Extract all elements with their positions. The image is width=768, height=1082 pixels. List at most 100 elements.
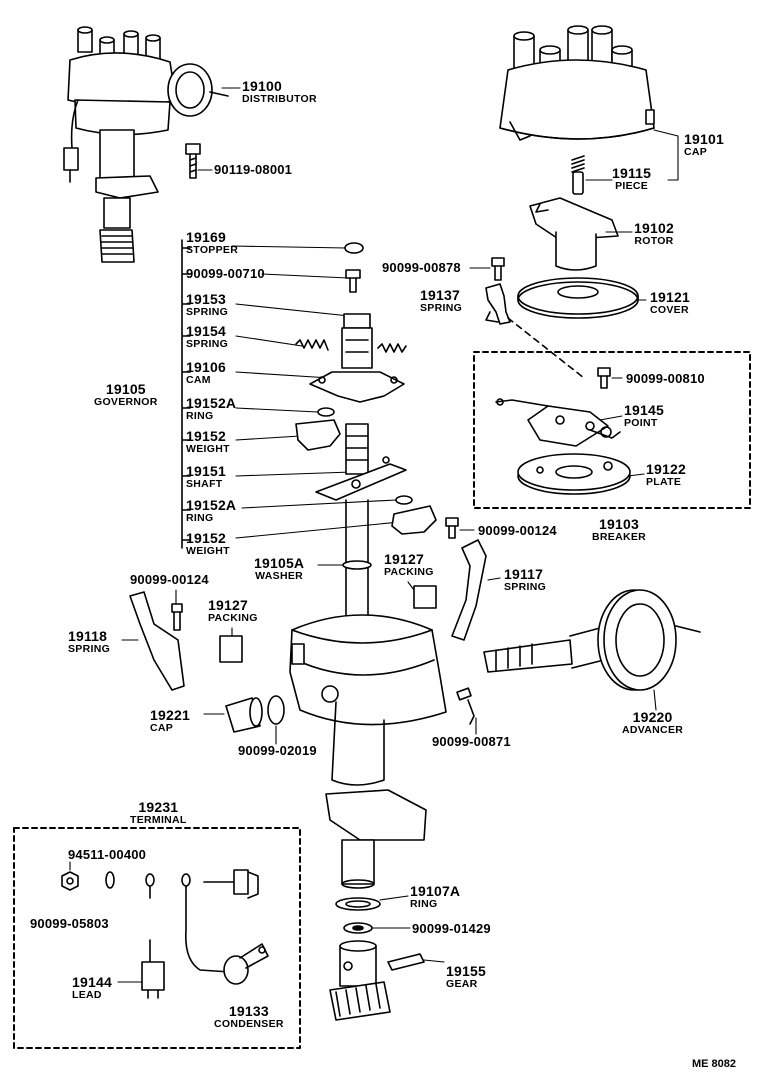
label-90099-00871: 90099-00871	[432, 735, 511, 748]
bolt-90119-08001-drawing	[185, 143, 201, 179]
part-name: RING	[186, 410, 214, 422]
ring-19107A-drawing	[335, 897, 381, 911]
part-number: 19144	[72, 974, 112, 990]
part-name: LEAD	[72, 989, 102, 1001]
label-19152-lower: 19152 WEIGHT	[186, 531, 230, 557]
gear-19155-drawing	[329, 940, 445, 1021]
part-name: SPRING	[68, 643, 111, 655]
label-19103: 19103 BREAKER	[592, 517, 646, 543]
part-number: 19152A	[186, 395, 237, 411]
label-90099-00810: 90099-00810	[626, 372, 705, 385]
part-name: PLATE	[646, 476, 682, 488]
part-name: SHAFT	[186, 478, 223, 490]
part-name: RING	[410, 898, 438, 910]
part-number: 19231	[138, 799, 179, 815]
label-19101: 19101 CAP	[684, 132, 724, 158]
label-19169: 19169 STOPPER	[186, 230, 238, 256]
part-name: PACKING	[384, 566, 434, 578]
label-19152A-upper: 19152A RING	[186, 396, 236, 422]
label-19231: 19231 TERMINAL	[130, 800, 187, 826]
part-number: 19152	[186, 530, 226, 546]
label-19155: 19155 GEAR	[446, 964, 486, 990]
part-name: GEAR	[446, 978, 478, 990]
label-19127-right: 19127 PACKING	[384, 552, 434, 578]
label-19127-left: 19127 PACKING	[208, 598, 258, 624]
part-name: WEIGHT	[186, 545, 230, 557]
label-90099-00878: 90099-00878	[382, 261, 461, 274]
part-number: 19103	[599, 516, 639, 532]
part-name: CAP	[684, 146, 708, 158]
misc-leader-lines	[121, 87, 679, 641]
part-number: 19152	[186, 428, 226, 444]
label-90099-00124-right: 90099-00124	[478, 524, 557, 537]
stopper-19169-drawing	[344, 242, 364, 254]
part-name: BREAKER	[592, 531, 647, 543]
part-number: 94511-00400	[68, 847, 147, 862]
part-number: 19102	[634, 220, 674, 236]
part-number: 19105A	[254, 555, 305, 571]
part-name: GOVERNOR	[94, 396, 158, 408]
diagram-code: ME 8082	[692, 1058, 737, 1070]
label-90099-02019: 90099-02019	[238, 744, 317, 757]
label-19122: 19122 PLATE	[646, 462, 686, 488]
distributor-housing-drawing	[289, 614, 447, 889]
part-number: 19118	[68, 628, 108, 644]
part-number: 19105	[105, 381, 146, 397]
part-name: CAM	[186, 374, 211, 386]
part-name: CAP	[150, 722, 174, 734]
part-number: 19152A	[186, 497, 237, 513]
label-19221: 19221 CAP	[150, 708, 190, 734]
screw-90099-00871-drawing	[456, 687, 477, 735]
point-19145-drawing	[495, 398, 621, 447]
part-number: 19127	[208, 597, 248, 613]
governor-leader-lines	[231, 245, 401, 566]
spring-19154-drawing	[295, 339, 329, 351]
ring-19152A-upper-drawing	[317, 407, 335, 417]
label-90099-01429: 90099-01429	[412, 922, 491, 935]
packing-19127-right-drawing	[413, 585, 437, 609]
part-number: 19145	[624, 402, 664, 418]
label-94511-00400: 94511-00400	[68, 848, 146, 861]
spring-19153-drawing	[377, 343, 407, 353]
ring-90099-02019-drawing	[267, 695, 285, 725]
label-19133: 19133 CONDENSER	[214, 1004, 284, 1030]
part-number: 19221	[150, 707, 190, 723]
part-number: 90099-01429	[412, 921, 491, 936]
label-19105A: 19105A WASHER	[254, 556, 304, 582]
part-number: 19117	[504, 566, 544, 582]
spring-19137-leader-dashed	[507, 317, 585, 379]
part-number: 19127	[384, 551, 424, 567]
part-name: WASHER	[255, 570, 304, 582]
weight-19152-upper-drawing	[295, 419, 341, 451]
label-19106: 19106 CAM	[186, 360, 226, 386]
label-90099-00124-left: 90099-00124	[130, 573, 209, 586]
label-90099-05803: 90099-05803	[30, 917, 109, 930]
terminal-parts-drawing	[61, 861, 269, 999]
part-number: 19133	[228, 1003, 269, 1019]
part-number: 19107A	[410, 883, 461, 899]
part-number: 90099-00124	[478, 523, 557, 538]
label-19107A: 19107A RING	[410, 884, 460, 910]
label-19137: 19137 SPRING	[420, 288, 462, 314]
governor-group-bracket	[181, 239, 191, 549]
label-90119-08001: 90119-08001	[214, 163, 292, 176]
weight-19152-lower-drawing	[391, 505, 437, 535]
label-19152A-lower: 19152A RING	[186, 498, 236, 524]
ring-19152A-lower-drawing	[395, 495, 413, 505]
plate-19122-drawing	[517, 453, 631, 495]
part-number: 90099-00710	[186, 266, 265, 281]
label-19153: 19153 SPRING	[186, 292, 228, 318]
part-name: STOPPER	[186, 244, 239, 256]
label-19115: 19115 PIECE	[612, 166, 651, 192]
cam-19106-drawing	[309, 313, 405, 403]
part-name: ROTOR	[634, 235, 674, 247]
part-number: 19137	[420, 287, 460, 303]
part-name: PIECE	[615, 180, 649, 192]
part-number: 90099-02019	[238, 743, 317, 758]
part-number: 19106	[186, 359, 226, 375]
part-name: SPRING	[504, 581, 547, 593]
shaft-19151-drawing	[315, 423, 407, 651]
part-name: TERMINAL	[130, 814, 187, 826]
